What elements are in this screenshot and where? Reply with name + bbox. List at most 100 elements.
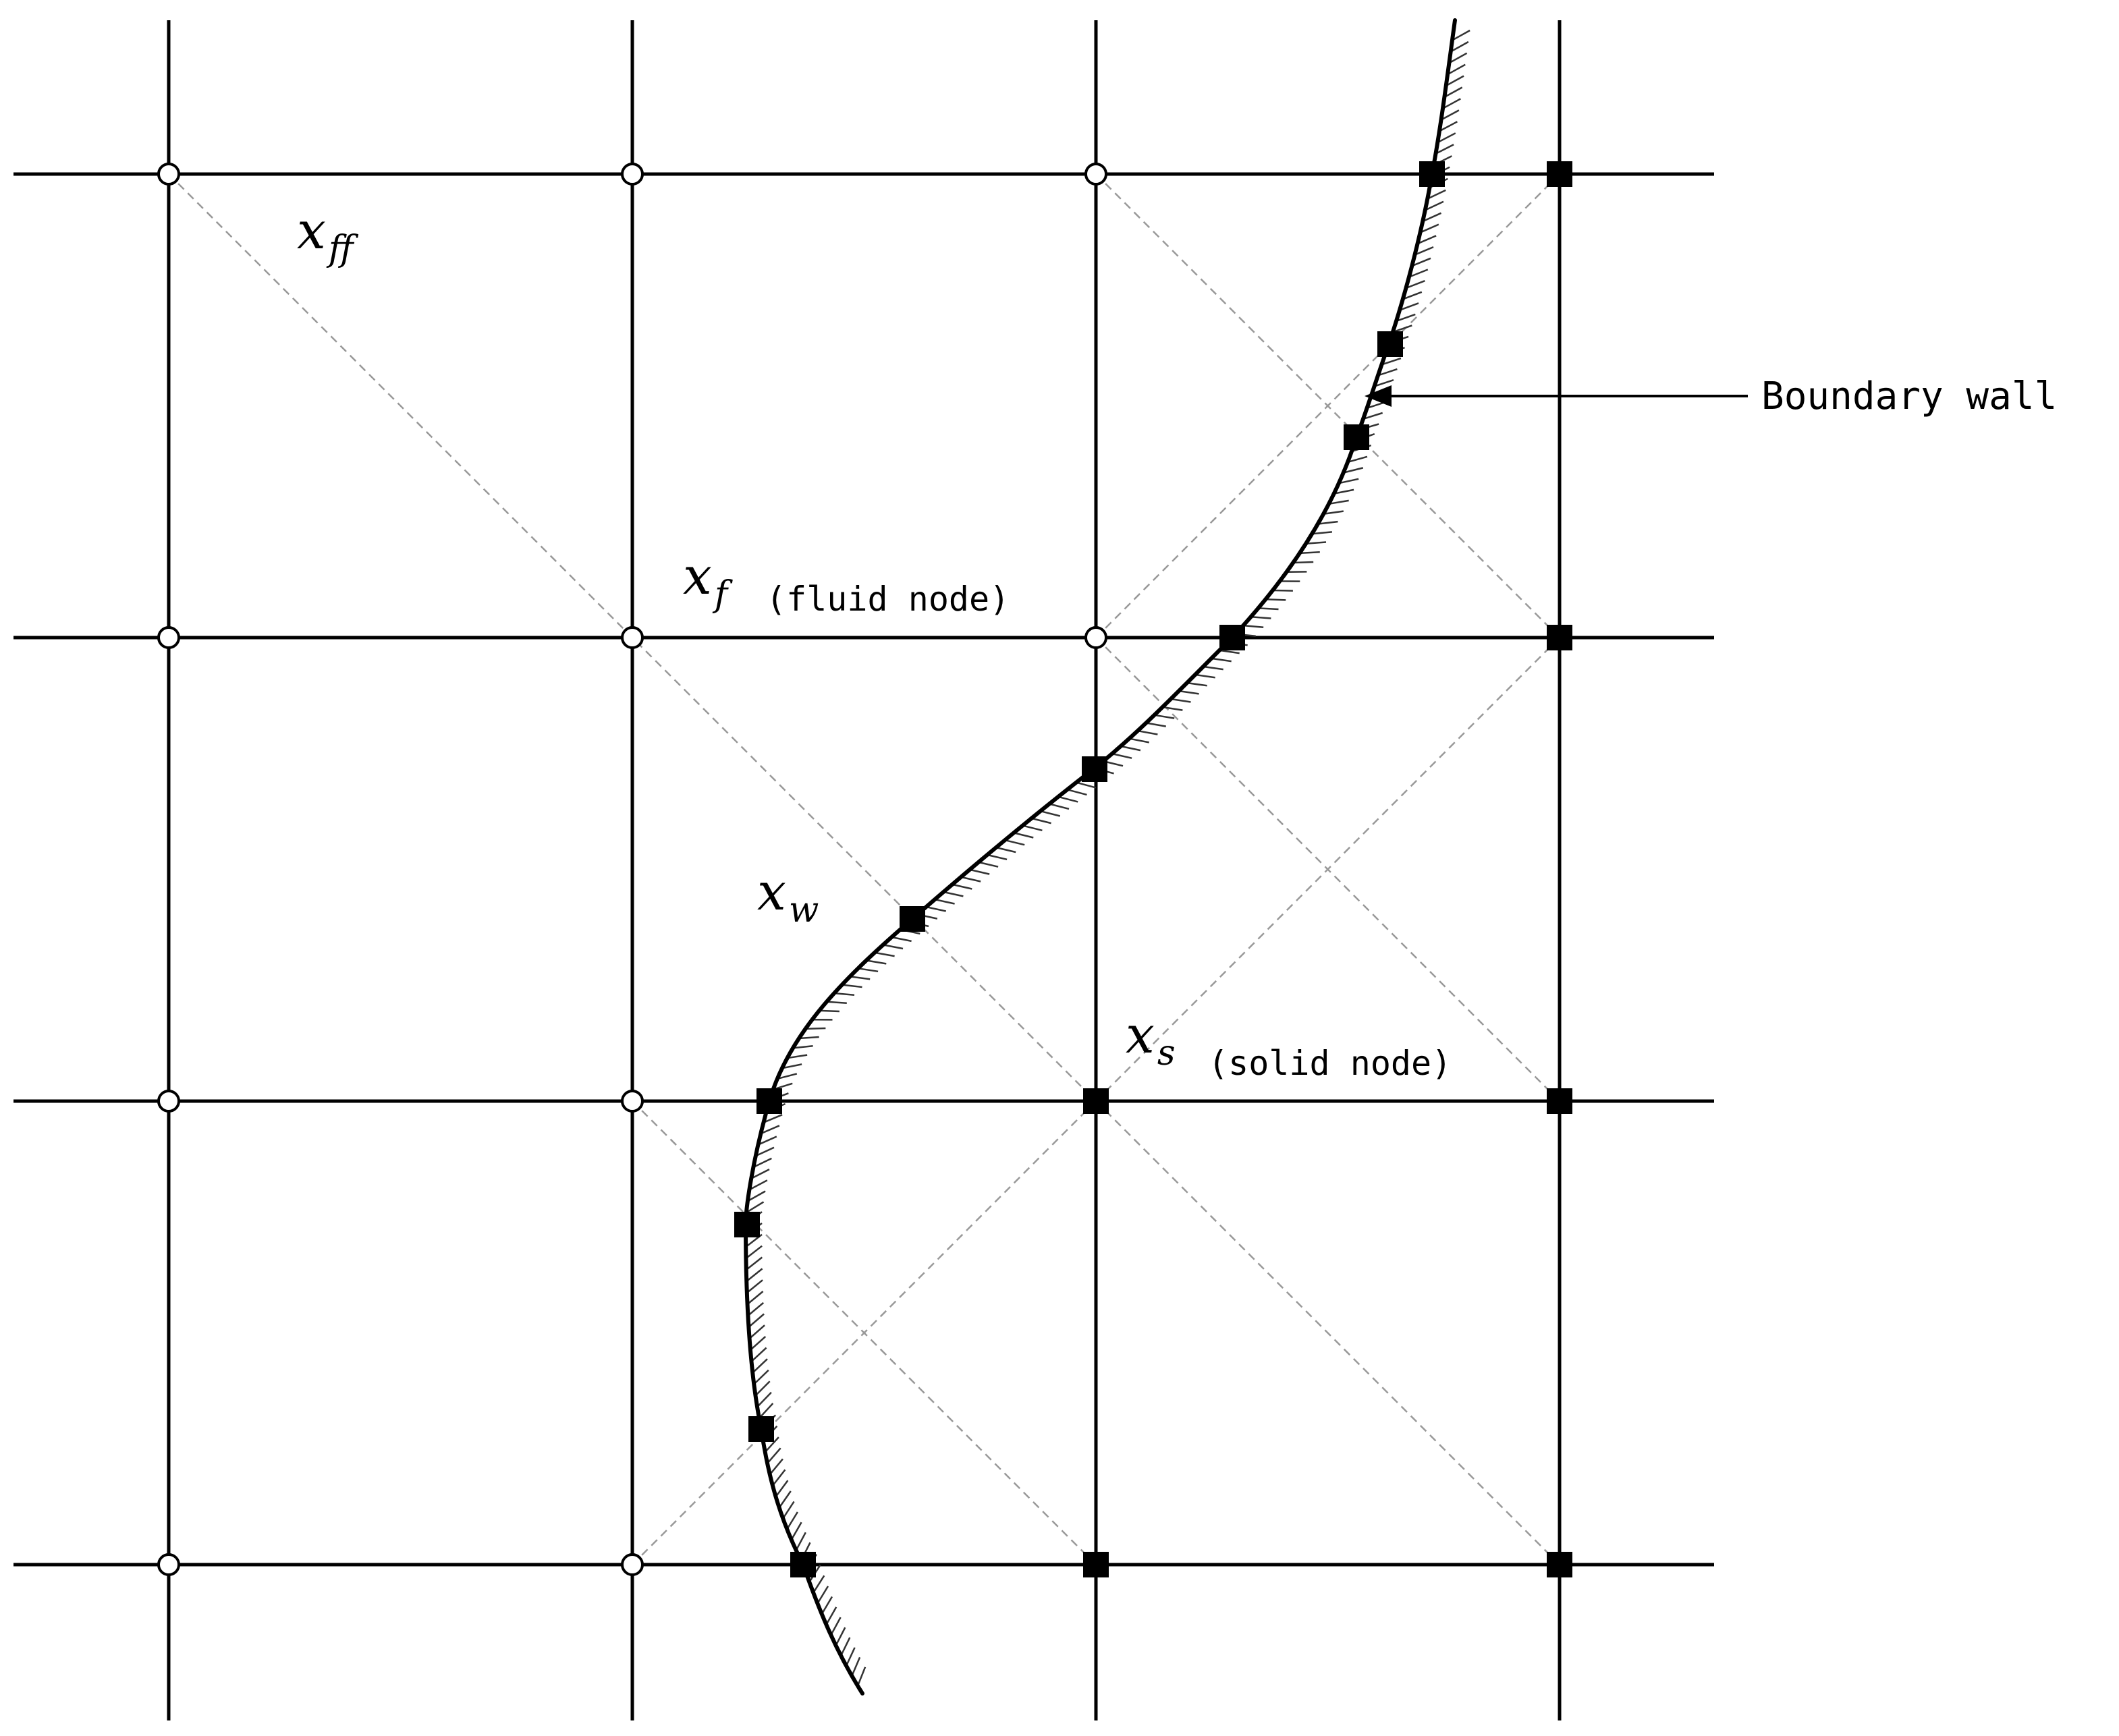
hatch-mark	[748, 1324, 765, 1339]
hatch-mark	[1004, 839, 1025, 846]
hatch-mark	[1377, 368, 1398, 376]
hatch-mark	[1408, 269, 1429, 278]
hatch-mark	[767, 1447, 781, 1464]
hatch-mark	[782, 1501, 795, 1519]
hatch-mark	[1265, 598, 1286, 601]
hatch-mark	[821, 1596, 833, 1615]
hatch-mark	[750, 1168, 770, 1179]
label-x-w-sub: w	[789, 890, 819, 930]
hatch-mark	[748, 1313, 765, 1328]
hatch-mark	[1443, 86, 1463, 98]
hatch-mark	[1306, 541, 1327, 544]
fluid-nodes	[157, 163, 1107, 1576]
label-solid-node-note: (solid node)	[1208, 1044, 1452, 1083]
hatch-mark	[757, 1136, 777, 1146]
hatch-mark	[777, 1073, 798, 1080]
hatch-mark	[1399, 302, 1419, 311]
hatch-mark	[746, 1268, 763, 1283]
hatch-mark	[1022, 824, 1043, 832]
hatch-mark	[1328, 499, 1349, 505]
hatch-mark	[763, 1114, 783, 1123]
hatch-mark	[1323, 510, 1344, 515]
hatch-mark	[786, 1511, 798, 1530]
hatch-mark	[746, 1201, 765, 1214]
hatch-mark	[1347, 455, 1368, 464]
hatch-mark	[813, 1575, 825, 1594]
hatch-mark	[1405, 280, 1425, 289]
hatch-mark	[1396, 313, 1416, 323]
hatch-mark	[748, 1179, 768, 1191]
hatch-mark	[746, 1279, 763, 1294]
hatch-mark	[1446, 75, 1464, 87]
hatch-mark	[1440, 109, 1460, 121]
hatch-mark	[883, 944, 904, 950]
hatch-mark	[858, 968, 879, 973]
wall-point	[1419, 161, 1445, 187]
hatch-mark	[960, 876, 981, 883]
hatch-mark	[851, 1656, 861, 1677]
solid-node	[1547, 161, 1572, 187]
hatch-mark	[1317, 520, 1338, 525]
hatch-mark	[752, 1358, 768, 1374]
hatch-mark	[891, 936, 912, 943]
hatch-mark	[1067, 789, 1087, 796]
hatch-mark	[833, 992, 855, 997]
hatch-mark	[1146, 722, 1167, 727]
hatch-mark	[1392, 325, 1412, 333]
wall-point	[1377, 331, 1403, 357]
hatch-mark	[1311, 531, 1333, 535]
hatch-mark	[1427, 189, 1446, 200]
wall-point	[748, 1416, 774, 1442]
wall-point	[1344, 424, 1369, 450]
hatch-mark	[1343, 467, 1364, 474]
hatch-mark	[787, 1054, 808, 1059]
hatch-mark	[1013, 832, 1034, 839]
hatch-mark	[746, 1291, 764, 1306]
label-x-f-sub: f	[712, 574, 733, 615]
hatch-mark	[1203, 665, 1223, 671]
hatch-mark	[1137, 729, 1158, 735]
wall-point	[1082, 756, 1107, 782]
callout-label: Boundary wall	[1761, 374, 2057, 418]
diagonal-link	[632, 1100, 1097, 1565]
hatch-mark	[1178, 690, 1199, 695]
hatch-mark	[1293, 561, 1314, 564]
hatch-mark	[790, 1521, 802, 1540]
solid-node	[1547, 625, 1572, 650]
wall-points	[734, 161, 1445, 1577]
hatch-mark	[1076, 781, 1097, 789]
hatch-mark	[1450, 40, 1469, 53]
wall-point	[734, 1212, 760, 1237]
hatch-mark	[745, 1256, 763, 1271]
hatch-mark	[978, 861, 999, 868]
hatch-mark	[1170, 698, 1191, 703]
hatch-mark	[826, 1001, 847, 1005]
hatch-mark	[1162, 706, 1183, 711]
hatch-mark	[760, 1125, 780, 1135]
hatch-mark	[805, 1027, 826, 1030]
label-x-ff-sub: ff	[326, 229, 359, 269]
hatch-mark	[758, 1403, 774, 1419]
hatch-mark	[1299, 551, 1320, 555]
hatch-mark	[1411, 257, 1431, 267]
hatch-mark	[1439, 121, 1458, 132]
diagonal-link	[1095, 173, 1560, 638]
boundary-wall-callout: Boundary wall	[1365, 374, 2057, 418]
solid-nodes	[1083, 161, 1572, 1577]
hatch-mark	[792, 1044, 813, 1049]
fluid-node	[1084, 163, 1107, 186]
hatch-mark	[775, 1480, 789, 1498]
hatch-mark	[1448, 52, 1468, 64]
hatch-mark	[874, 951, 895, 957]
hatch-mark	[1422, 212, 1442, 223]
hatch-mark	[987, 853, 1008, 861]
hatch-mark	[1402, 291, 1423, 300]
hatch-mark	[745, 1245, 763, 1260]
solid-node	[1083, 1552, 1109, 1577]
fluid-node	[621, 1090, 644, 1113]
wall-point	[1219, 625, 1245, 650]
label-x-s-sub: s	[1157, 1033, 1176, 1073]
hatch-mark	[1363, 412, 1383, 420]
hatch-mark	[764, 1436, 779, 1453]
fluid-node	[621, 1553, 644, 1576]
